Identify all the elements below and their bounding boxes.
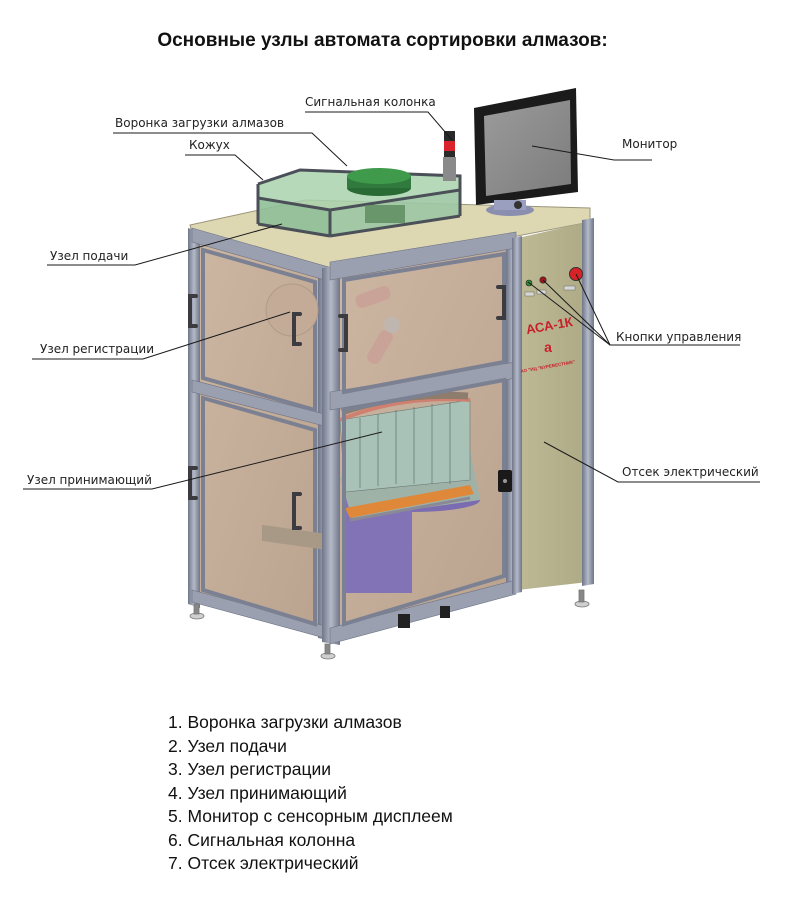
legend-item: 5. Монитор с сенсорным дисплеем xyxy=(168,806,453,826)
callout-lines xyxy=(23,111,760,490)
callout-casing: Кожух xyxy=(189,138,230,152)
page-title-text: Основные узлы автомата сортировки алмазо… xyxy=(157,30,608,51)
callout-monitor: Монитор xyxy=(622,137,678,151)
legend-item: 4. Узел принимающий xyxy=(168,782,347,803)
receiving-carousel xyxy=(339,391,480,593)
door-handles xyxy=(188,285,506,530)
registration-parts xyxy=(355,285,400,364)
legend-item: 6. Сигнальная колонна xyxy=(168,829,356,850)
callout-registration-unit: Узел регистрации xyxy=(40,342,154,356)
signal-column xyxy=(443,131,456,181)
components-legend: 1. Воронка загрузки алмазов 2. Узел пода… xyxy=(168,711,453,876)
left-side-face xyxy=(188,227,336,642)
callout-hopper: Воронка загрузки алмазов xyxy=(115,116,285,130)
front-face xyxy=(322,231,520,645)
callout-electrical-compartment: Отсек электрический xyxy=(622,465,759,479)
brand-logo-icon: a xyxy=(544,339,552,355)
feet xyxy=(189,589,590,660)
monitor xyxy=(474,88,578,216)
callout-control-buttons: Кнопки управления xyxy=(616,330,742,344)
electrical-compartment: АСА-1К a АО "ИЦ "БУРЕВЕСТНИК" xyxy=(498,218,594,594)
page-title: Основные узлы автомата сортировки алмазо… xyxy=(0,30,800,52)
legend-item: 2. Узел подачи xyxy=(168,735,287,756)
legend-item: 3. Узел регистрации xyxy=(168,759,332,779)
callout-receiving-unit: Узел принимающий xyxy=(27,473,152,487)
legend-item: 1. Воронка загрузки алмазов xyxy=(168,712,402,732)
callout-signal-column: Сигнальная колонка xyxy=(305,95,436,109)
callout-feed-unit: Узел подачи xyxy=(50,249,129,263)
legend-item: 7. Отсек электрический xyxy=(168,853,359,873)
hopper xyxy=(347,168,411,196)
